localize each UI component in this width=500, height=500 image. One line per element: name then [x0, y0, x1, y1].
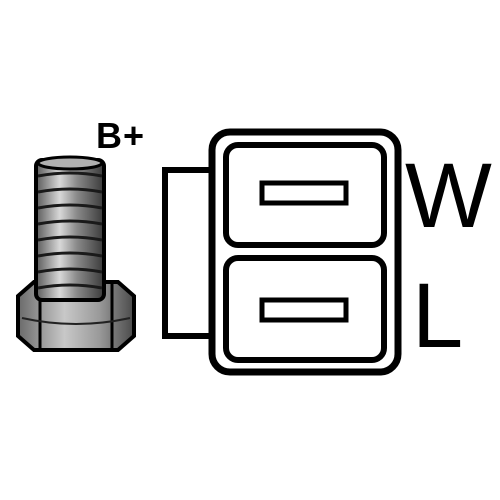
stud-shaft	[34, 158, 106, 302]
stud-threads	[37, 171, 103, 290]
threaded-stud-icon	[16, 155, 136, 352]
upper-pin-blade	[259, 180, 349, 206]
upper-pin-cavity	[223, 142, 387, 248]
connector-housing	[208, 128, 402, 376]
two-pin-plug-icon	[162, 128, 402, 376]
battery-terminal-label: B+	[96, 115, 146, 156]
connector-latch	[162, 167, 212, 339]
lower-pin-cavity	[223, 255, 387, 363]
upper-pin-label: W	[405, 145, 492, 247]
lower-pin-blade	[259, 297, 349, 323]
lower-pin-label: L	[412, 265, 464, 367]
